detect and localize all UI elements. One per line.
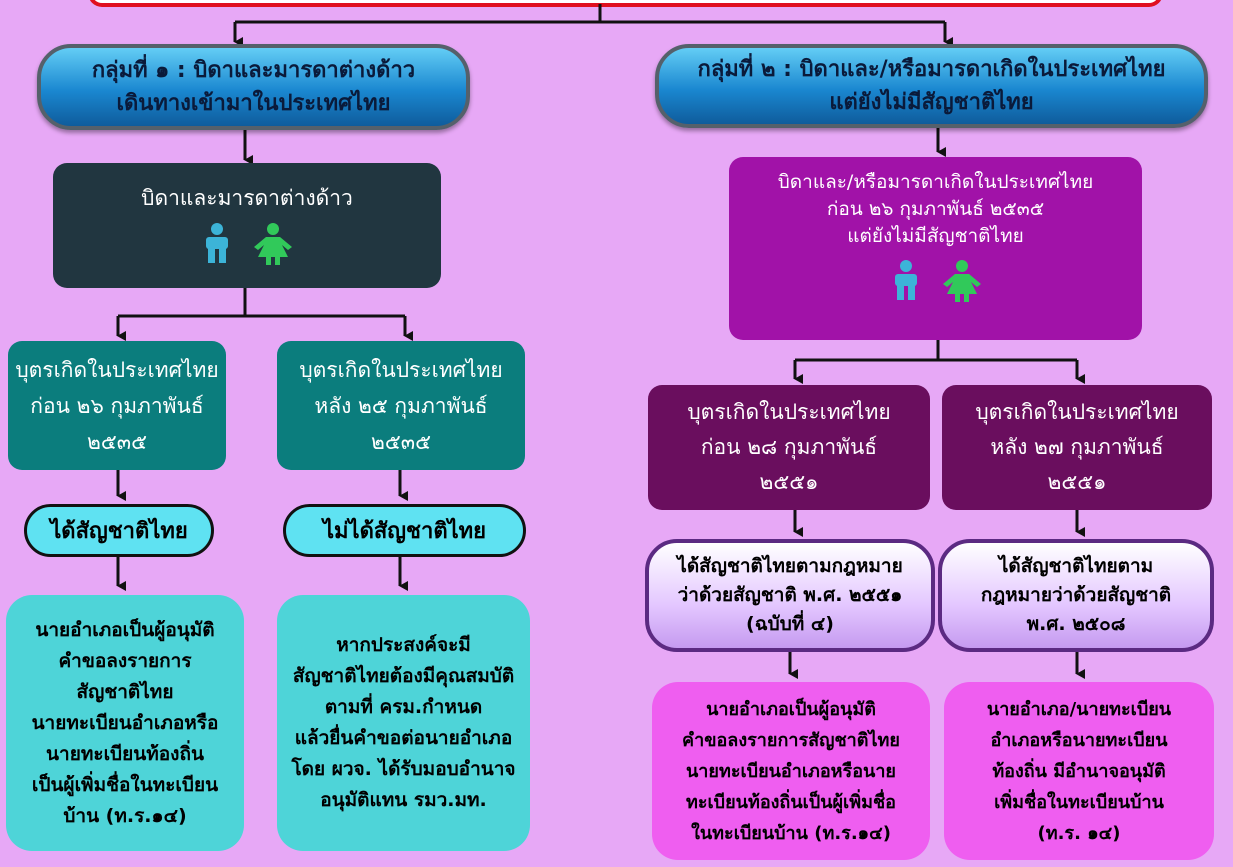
condition-line: บุตรเกิดในประเทศไทย [15,357,219,382]
status-line: ได้สัญชาติไทยตาม [998,555,1154,577]
group2-parents-box: บิดาและ/หรือมารดาเกิดในประเทศไทย ก่อน ๒๖… [729,157,1142,340]
female-icon [254,223,292,265]
group2-right-condition: บุตรเกิดในประเทศไทย หลัง ๒๗ กุมภาพันธ์ ๒… [942,385,1212,510]
parents-line: ก่อน ๒๖ กุมภาพันธ์ ๒๕๓๕ [826,198,1045,220]
group1-header: กลุ่มที่ ๑ : บิดาและมารดาต่างด้าว เดินทา… [37,44,470,130]
status-line: ได้สัญชาติไทยตามกฎหมาย [677,555,903,577]
condition-line: ๒๕๓๕ [87,429,147,454]
group1-right-condition: บุตรเกิดในประเทศไทย หลัง ๒๕ กุมภาพันธ์ ๒… [277,341,525,470]
result-line: ทะเบียนท้องถิ่นเป็นผู้เพิ่มชื่อ [686,791,896,813]
result-line: นายทะเบียนท้องถิ่น [46,742,204,765]
group1-left-status: ได้สัญชาติไทย [24,504,214,557]
group2-left-condition: บุตรเกิดในประเทศไทย ก่อน ๒๘ กุมภาพันธ์ ๒… [648,385,930,510]
male-icon [894,260,917,300]
condition-line: บุตรเกิดในประเทศไทย [299,357,503,382]
group2-right-status: ได้สัญชาติไทยตาม กฎหมายว่าด้วยสัญชาติ พ.… [938,539,1214,652]
parents-line: แต่ยังไม่มีสัญชาติไทย [847,225,1024,247]
group1-right-status: ไม่ได้สัญชาติไทย [283,504,526,557]
group2-header-line2: แต่ยังไม่มีสัญชาติไทย [829,90,1034,115]
condition-line: บุตรเกิดในประเทศไทย [975,400,1179,424]
result-line: คำขอลงรายการสัญชาติไทย [682,729,900,751]
status-line: พ.ศ. ๒๕๐๘ [1026,613,1126,635]
condition-line: ก่อน ๒๘ กุมภาพันธ์ [700,435,878,459]
group1-parents-box: บิดาและมารดาต่างด้าว [53,163,441,288]
result-line: (ท.ร. ๑๔) [1037,822,1121,844]
condition-line: ๒๕๕๑ [759,470,819,494]
group2-left-status: ได้สัญชาติไทยตามกฎหมาย ว่าด้วยสัญชาติ พ.… [645,539,935,652]
result-line: เป็นผู้เพิ่มชื่อในทะเบียน [31,773,219,796]
condition-line: ๒๕๓๕ [371,429,431,454]
group1-left-result: นายอำเภอเป็นผู้อนุมัติ คำขอลงรายการ สัญช… [6,595,244,851]
parents-line: บิดาและ/หรือมารดาเกิดในประเทศไทย [777,171,1094,193]
group1-left-condition: บุตรเกิดในประเทศไทย ก่อน ๒๖ กุมภาพันธ์ ๒… [8,341,226,470]
group2-parent-icons [889,260,983,302]
result-line: หากประสงค์จะมี [336,634,471,656]
group1-parent-icons [200,223,294,265]
group1-parents-label: บิดาและมารดาต่างด้าว [141,186,353,210]
result-line: นายอำเภอเป็นผู้อนุมัติ [706,698,876,720]
group2-right-result: นายอำเภอ/นายทะเบียน อำเภอหรือนายทะเบียน … [944,682,1214,860]
g1-split-line [118,288,405,318]
result-line: ตามที่ ครม.กำหนด [324,696,483,718]
status-line: กฎหมายว่าด้วยสัญชาติ [980,584,1172,606]
result-line: แล้วยื่นคำขอต่อนายอำเภอ [294,727,513,749]
status-line: ว่าด้วยสัญชาติ พ.ศ. ๒๕๕๑ [677,584,903,606]
group1-header-line2: เดินทางเข้ามาในประเทศไทย [116,91,391,116]
result-line: อนุมัติแทน รมว.มท. [320,789,487,811]
condition-line: หลัง ๒๗ กุมภาพันธ์ [990,435,1164,459]
female-icon [942,260,981,302]
condition-line: ๒๕๕๑ [1047,470,1107,494]
top-split-line [235,4,945,24]
status-line: (ฉบับที่ ๔) [746,613,834,635]
condition-line: ก่อน ๒๖ กุมภาพันธ์ [30,393,204,418]
status-label: ไม่ได้สัญชาติไทย [322,519,487,544]
g2-split-line [795,340,1077,362]
result-line: นายทะเบียนอำเภอหรือ [31,711,219,734]
result-line: เพิ่มชื่อในทะเบียนบ้าน [994,791,1164,813]
result-line: บ้าน (ท.ร.๑๔) [63,804,187,827]
condition-line: หลัง ๒๕ กุมภาพันธ์ [314,393,488,418]
status-label: ได้สัญชาติไทย [50,519,188,544]
group1-right-result: หากประสงค์จะมี สัญชาติไทยต้องมีคุณสมบัติ… [277,595,530,851]
condition-line: บุตรเกิดในประเทศไทย [687,400,891,424]
result-line: นายอำเภอเป็นผู้อนุมัติ [35,618,215,641]
result-line: ท้องถิ่น มีอำนาจอนุมัติ [992,760,1166,782]
group1-header-line1: กลุ่มที่ ๑ : บิดาและมารดาต่างด้าว [91,58,416,83]
male-icon [206,223,228,263]
group2-left-result: นายอำเภอเป็นผู้อนุมัติ คำขอลงรายการสัญชา… [652,682,930,860]
result-line: โดย ผวจ. ได้รับมอบอำนาจ [291,758,516,780]
group2-header: กลุ่มที่ ๒ : บิดาและ/หรือมารดาเกิดในประเ… [655,44,1208,128]
result-line: สัญชาติไทย [76,680,174,703]
result-line: ในทะเบียนบ้าน (ท.ร.๑๔) [691,822,891,844]
result-line: นายอำเภอ/นายทะเบียน [986,698,1172,720]
result-line: อำเภอหรือนายทะเบียน [990,729,1168,751]
group2-header-line1: กลุ่มที่ ๒ : บิดาและ/หรือมารดาเกิดในประเ… [697,57,1166,82]
result-line: สัญชาติไทยต้องมีคุณสมบัติ [292,665,515,687]
result-line: คำขอลงรายการ [58,649,192,672]
result-line: นายทะเบียนอำเภอหรือนาย [686,760,896,782]
